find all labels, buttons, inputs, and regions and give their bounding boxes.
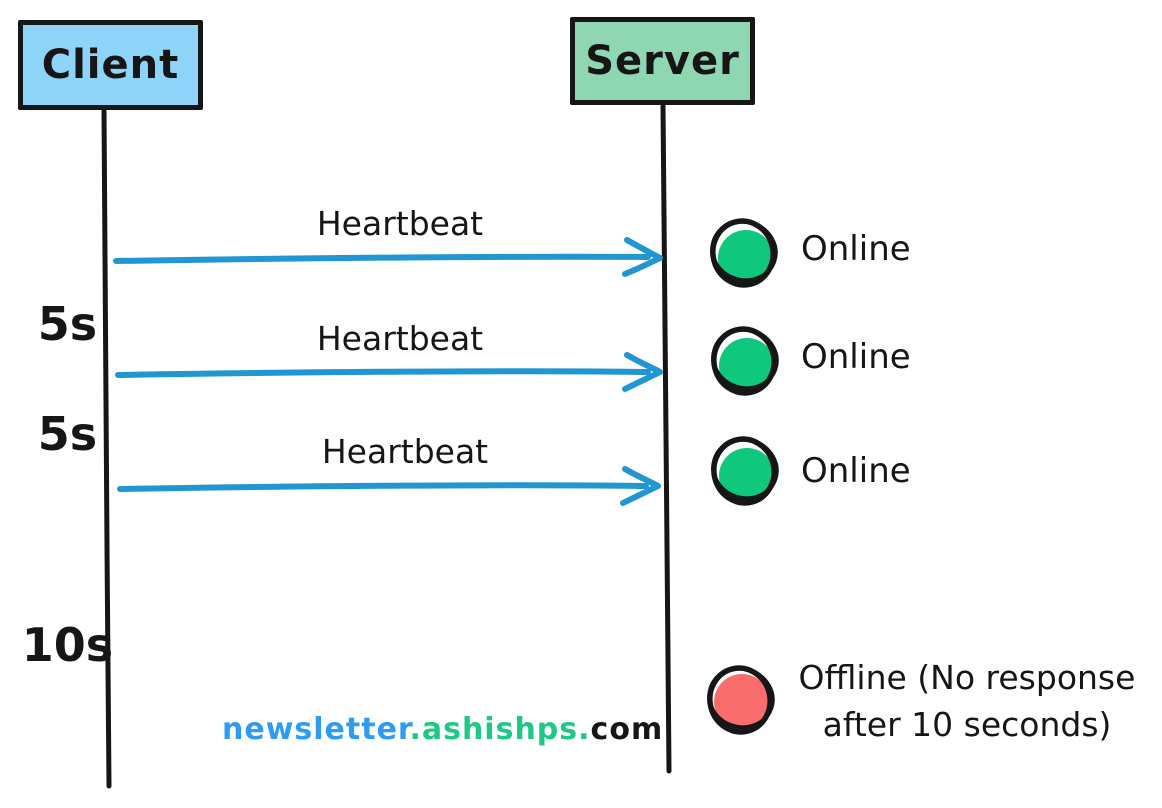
interval-label-10s: 10s [21,618,114,672]
heartbeat-label-2: Heartbeat [316,319,484,358]
interval-label-5s-2: 5s [37,407,98,461]
online-status-label-1: Online [801,229,911,269]
client-box: Client [18,20,203,110]
status-dot-fill [719,448,775,504]
offline-status-label: Offline (No response after 10 seconds) [780,654,1154,748]
heartbeat-arrow-3 [117,466,661,506]
online-status-label-3: Online [801,451,911,491]
server-lifeline [660,103,672,774]
status-dot-ring [710,219,778,283]
watermark-ashishps-text: .ashishps. [409,712,591,747]
online-dot-1 [710,218,778,288]
heartbeat-arrow-2 [115,352,663,392]
online-status-label-2: Online [801,337,911,377]
watermark-newsletter-text: newsletter [222,712,410,747]
watermark-com-text: com [590,712,664,747]
heartbeat-label-3: Heartbeat [321,432,489,471]
online-dot-3 [711,436,779,506]
arrow-shaft [113,253,651,264]
offline-status-line-1: Offline (No response [798,658,1136,697]
online-dot-2 [711,326,779,396]
heartbeat-arrow-1 [113,237,663,277]
interval-label-5s-1: 5s [37,297,98,351]
arrow-shaft [115,368,651,378]
arrow-head-icon [620,466,661,506]
status-dot-ring [707,666,775,730]
newsletter-watermark: newsletter.ashishps.com [222,712,662,747]
offline-dot [707,665,775,735]
arrow-head-icon [622,237,663,277]
status-dot-fill [714,674,770,730]
server-box: Server [570,17,755,105]
status-dot-fill [718,230,774,286]
status-dot-ring [711,327,779,391]
arrow-head-icon [622,352,663,392]
status-dot-fill [719,338,775,394]
status-dot-ring [711,437,779,501]
offline-status-line-2: after 10 seconds) [822,705,1112,744]
arrow-shaft [117,482,649,492]
client-lifeline [101,108,112,789]
heartbeat-label-1: Heartbeat [316,204,484,243]
